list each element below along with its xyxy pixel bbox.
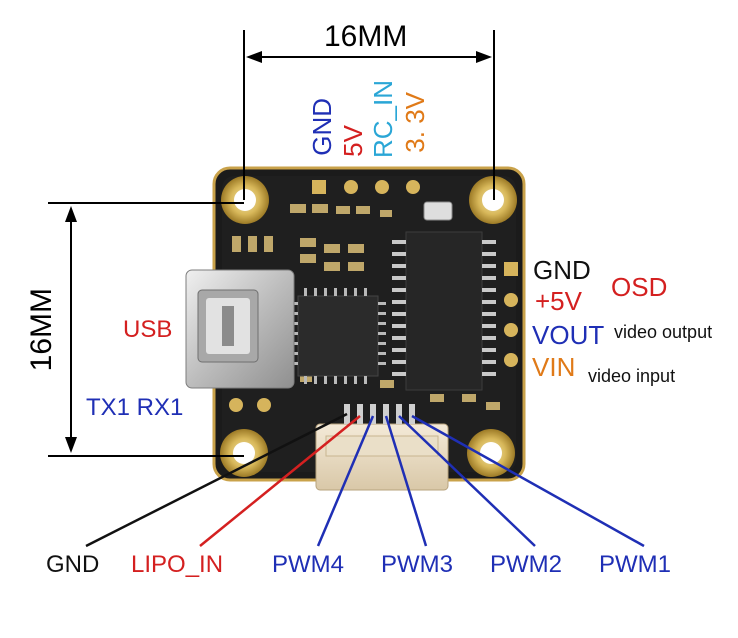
mcu-chip [290,288,386,384]
width-dimension-label: 16MM [324,20,408,53]
height-dimension-label: 16MM [25,288,58,372]
osd-chip [392,231,496,391]
right-pin-5v-label: +5V [535,286,582,316]
crystal [423,201,453,221]
dimension-lines [48,30,495,457]
right-pin-vout-note: video output [614,322,713,342]
top-pin-rc-in-label: RC_IN [368,80,398,159]
top-pin-5v-label: 5V [338,125,368,157]
bottom-pin-gnd-label: GND [46,551,100,578]
right-pin-vout-label: VOUT [532,320,605,350]
top-pads [312,180,420,194]
top-pin-gnd-label: GND [307,98,337,156]
right-pads [504,262,518,367]
right-pin-vin-label: VIN [532,352,576,382]
uart-label: TX1 RX1 [86,394,184,421]
bottom-pin-pwm2-label: PWM2 [490,551,562,578]
right-pin-gnd-label: GND [533,255,591,285]
right-pin-vin-note: video input [588,366,676,386]
top-pin-3v3-label: 3. 3V [400,92,430,153]
bottom-pin-pwm1-label: PWM1 [599,551,671,578]
uart-pads [229,398,271,412]
usb-label: USB [123,316,173,343]
bottom-pin-pwm3-label: PWM3 [381,551,453,578]
bottom-pin-lipo-in-label: LIPO_IN [131,551,224,578]
bottom-pin-pwm4-label: PWM4 [272,551,344,578]
usb-connector [185,269,295,389]
bottom-leader-lines [85,412,645,548]
osd-label: OSD [611,272,668,302]
